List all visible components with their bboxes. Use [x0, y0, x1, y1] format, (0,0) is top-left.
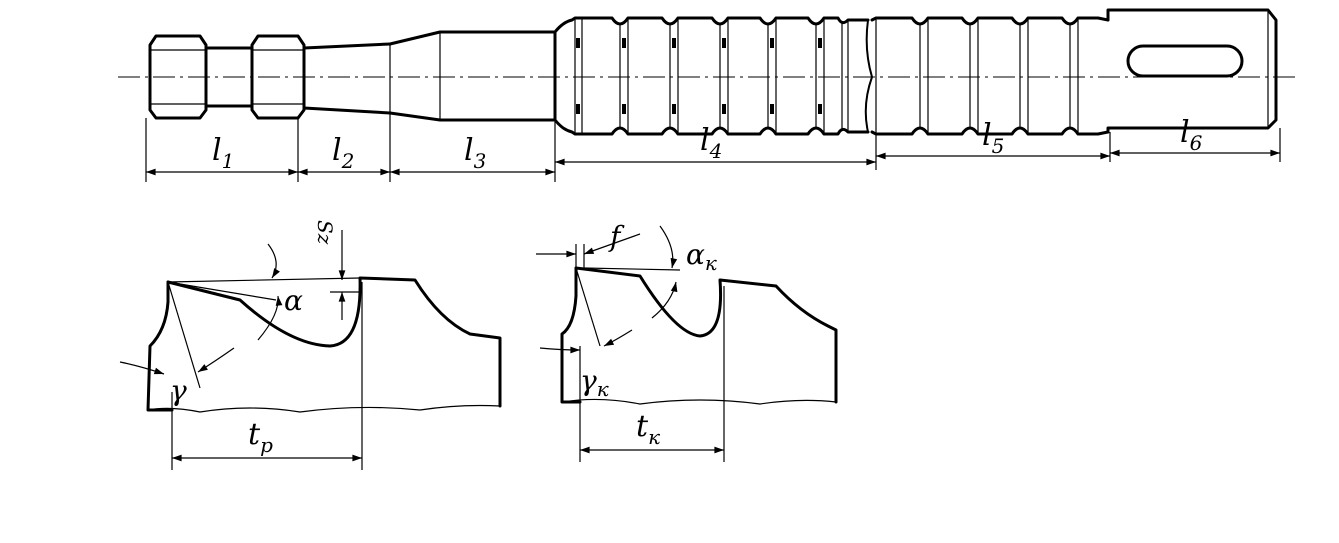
label-alpha: α [284, 284, 303, 317]
rough-break-line [147, 404, 501, 413]
keyway [1126, 44, 1244, 78]
label-l5: l5 [982, 118, 1004, 158]
finishing-teeth [870, 16, 1110, 136]
roughing-tooth-profile: Sz α γ tp [119, 220, 502, 470]
label-l3: l3 [464, 133, 486, 173]
rear-shank [1106, 8, 1278, 134]
label-gamma-k: γк [580, 364, 609, 401]
label-l4: l4 [700, 123, 722, 163]
break-line [864, 19, 873, 133]
label-sz: Sz [313, 220, 337, 245]
collar-2 [250, 34, 306, 120]
dimension-lines [146, 149, 1280, 176]
collar-1 [148, 34, 208, 120]
label-tp: tp [248, 417, 273, 457]
label-l1: l1 [212, 133, 234, 173]
section-l3 [388, 30, 557, 122]
roughing-teeth [553, 16, 870, 136]
label-alpha-k: αк [686, 238, 717, 275]
finishing-tooth-profile: f αк γк tк [536, 220, 838, 462]
label-l6: l6 [1180, 115, 1203, 155]
rough-tooth-left-edge [146, 280, 174, 412]
shaft-view: l1 l2 l3 l4 l5 l6 [118, 8, 1300, 182]
label-gamma: γ [170, 374, 187, 407]
label-f: f [608, 220, 625, 253]
label-tk: tк [636, 409, 660, 449]
section-l2 [302, 42, 392, 115]
label-l2: l2 [332, 133, 354, 173]
neck [204, 46, 254, 108]
